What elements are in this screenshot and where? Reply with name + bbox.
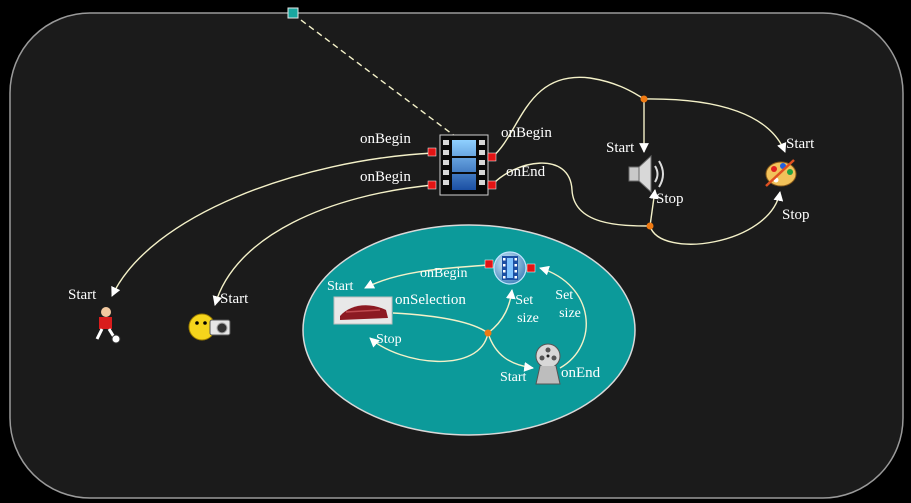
camera-node[interactable]: [188, 313, 231, 341]
connector-junction2-audio-stop: [648, 189, 659, 227]
shoe-thumbnail-icon: [333, 296, 393, 325]
paint-node[interactable]: [765, 159, 797, 187]
set-size-label-1: Set size: [515, 293, 539, 326]
soccer-start-label: Start: [68, 287, 97, 303]
junction-node[interactable]: [484, 329, 492, 337]
connector-end-junction: [491, 162, 651, 227]
connector-reel-video: [539, 265, 587, 369]
camera-start-label: Start: [220, 291, 249, 307]
paint-stop-label: Stop: [782, 207, 810, 223]
inner-onbegin-label: onBegin: [420, 266, 467, 281]
reel-node[interactable]: [535, 343, 561, 385]
port-begin-left-bottom[interactable]: [427, 180, 437, 190]
connector-begin-camera: [212, 184, 434, 306]
port-inner-end[interactable]: [526, 263, 536, 273]
film-reel-icon: [535, 343, 561, 385]
shoe-start-label: Start: [327, 279, 354, 294]
film-strip-icon: [502, 256, 518, 280]
port-inner-begin[interactable]: [484, 259, 494, 269]
shoe-node[interactable]: [333, 296, 393, 325]
connector-junction-setsize: [487, 289, 516, 334]
soccer-node[interactable]: [95, 307, 121, 344]
film-strip-icon: [452, 140, 476, 190]
set-size-label-2: Set size: [555, 288, 581, 321]
connector-shoe-junction: [392, 312, 489, 334]
audio-node[interactable]: [628, 154, 664, 194]
junction-node[interactable]: [640, 95, 648, 103]
connector-junction2-paint-stop: [649, 191, 784, 245]
connector-junction-paint: [643, 98, 787, 153]
main-video-node[interactable]: [439, 134, 489, 196]
speaker-icon: [628, 154, 664, 194]
connector-inner-begin-shoe: [364, 264, 489, 289]
connector-junction-reel: [487, 332, 534, 372]
reel-start-label: Start: [500, 370, 527, 385]
audio-stop-label: Stop: [656, 191, 684, 207]
connector-begin-soccer: [111, 152, 434, 297]
inner-video-node[interactable]: [493, 251, 527, 285]
label-onbegin-bottom: onBegin: [360, 169, 411, 185]
label-onend-right: onEnd: [506, 164, 546, 180]
paint-palette-icon: [765, 159, 797, 187]
smiley-camera-icon: [188, 313, 231, 341]
shoe-stop-label: Stop: [376, 332, 402, 347]
label-onbegin-top: onBegin: [360, 131, 411, 147]
connector-junction-shoe-stop: [369, 332, 489, 363]
label-onbegin-right: onBegin: [501, 125, 552, 141]
shoe-onselection-label: onSelection: [395, 292, 466, 308]
connector-begin-junction: [491, 76, 645, 158]
anchor-handle[interactable]: [287, 7, 299, 19]
port-begin-left-top[interactable]: [427, 147, 437, 157]
reel-onend-label: onEnd: [561, 365, 601, 381]
audio-start-label: Start: [606, 140, 635, 156]
port-end-right[interactable]: [487, 180, 497, 190]
port-begin-right[interactable]: [487, 152, 497, 162]
soccer-player-icon: [95, 307, 121, 344]
dashed-anchor-link: [292, 13, 461, 141]
junction-node[interactable]: [646, 222, 654, 230]
paint-start-label: Start: [786, 136, 815, 152]
